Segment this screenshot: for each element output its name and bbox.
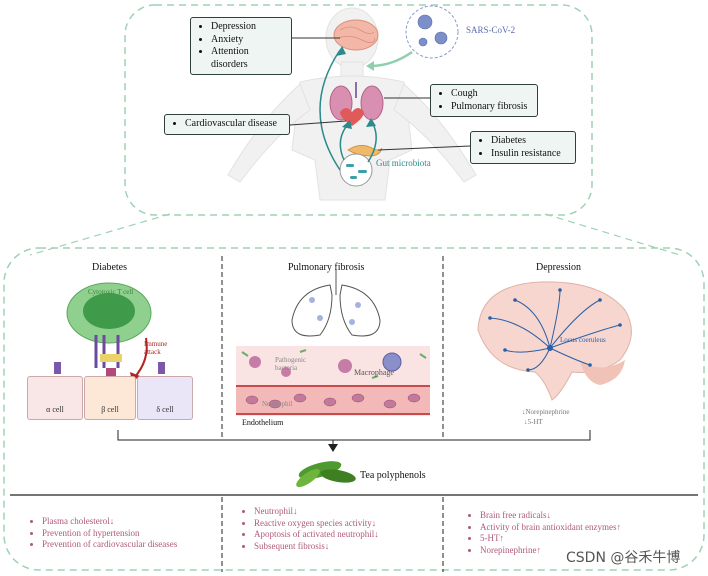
center-arrow [328,444,338,452]
effect-item: Norepinephrine↑ [480,545,621,557]
endothelium-label: Endothelium [242,418,284,427]
tea-leaves-icon [296,461,356,488]
effect-item: Reactive oxygen species activity↓ [254,518,379,530]
alpha-cell: α cell [27,376,83,420]
callout-item: Anxiety [211,34,285,47]
brain-illustration [333,19,379,51]
gut-circle [339,153,373,187]
macrophage-icon [382,352,402,372]
gut-label: Gut microbiota [376,158,431,168]
beta-cell: β cell [84,376,136,420]
cell-label: α cell [46,405,64,414]
norepinephrine-pathways [489,289,621,371]
bottom-dashed-frame [3,247,705,571]
neutrophil-label: Neutrophil [262,400,293,408]
tea-polyphenols-label: Tea polyphenols [360,470,426,481]
cytotoxic-t-cell [66,282,152,344]
callout-item: Depression [211,21,285,34]
cell-label: δ cell [156,405,174,414]
effect-item: Apoptosis of activated neutrophil↓ [254,529,379,541]
pathogenic-label: Pathogenic bacteria [275,356,307,372]
lung-illustration [291,270,381,337]
gut-brain-arrow [319,49,341,171]
diabetes-title: Diabetes [92,262,127,273]
virus-arrow [369,50,413,68]
effect-item: Brain free radicals↓ [480,510,621,522]
top-dashed-frame [124,4,593,216]
serotonin-marker: ↓5-HT [524,418,543,426]
depression-title: Depression [536,262,581,273]
effect-item: Plasma cholesterol↓ [42,516,177,528]
macrophage-label: Macrophage [354,368,394,377]
immune-attack-label: Immune attack [144,340,168,356]
effect-item: 5-HT↑ [480,533,621,545]
cell-label: β cell [101,405,119,414]
callout-item: Diabetes [491,135,569,148]
virus-label: SARS-CoV-2 [466,25,516,35]
callout-respiratory: Cough Pulmonary fibrosis [430,84,538,117]
effect-item: Prevention of hypertension [42,528,177,540]
callout-item: Cough [451,88,531,101]
callout-item: Attention disorders [211,46,285,71]
callout-item: Insulin resistance [491,148,569,161]
callout-metabolic: Diabetes Insulin resistance [470,131,576,164]
effects-cardio: Plasma cholesterol↓ Prevention of hypert… [28,516,177,551]
locus-coeruleus-label: Locus coeruleus [560,336,606,344]
cytotoxic-label: Cytotoxic T cell [88,288,134,296]
brain-sagittal [477,281,632,401]
callout-cardiovascular: Cardiovascular disease [164,114,290,135]
effects-depression: Brain free radicals↓ Activity of brain a… [466,510,621,556]
pulmonary-title: Pulmonary fibrosis [288,262,365,273]
connector-right [544,213,681,256]
effect-item: Prevention of cardiovascular diseases [42,539,177,551]
virus-dashed-circle [405,5,459,59]
red-blood-cells [245,393,421,409]
effects-pulmonary: Neutrophil↓ Reactive oxygen species acti… [240,506,379,552]
heart-illustration [340,108,364,126]
delta-cell: δ cell [137,376,193,420]
effect-item: Neutrophil↓ [254,506,379,518]
virus-icons [417,14,448,47]
effect-item: Subsequent fibrosis↓ [254,541,379,553]
norepinephrine-marker: ↓Norepinephrine [522,408,570,416]
receptor-lines [94,335,120,368]
connector-left [29,213,171,256]
callout-item: Pulmonary fibrosis [451,101,531,114]
watermark: CSDN @谷禾牛博 [566,550,681,566]
callout-item: Cardiovascular disease [185,118,283,131]
effect-item: Activity of brain antioxidant enzymes↑ [480,522,621,534]
callout-mental-health: Depression Anxiety Attention disorders [190,17,292,75]
lungs-illustration [329,82,384,121]
